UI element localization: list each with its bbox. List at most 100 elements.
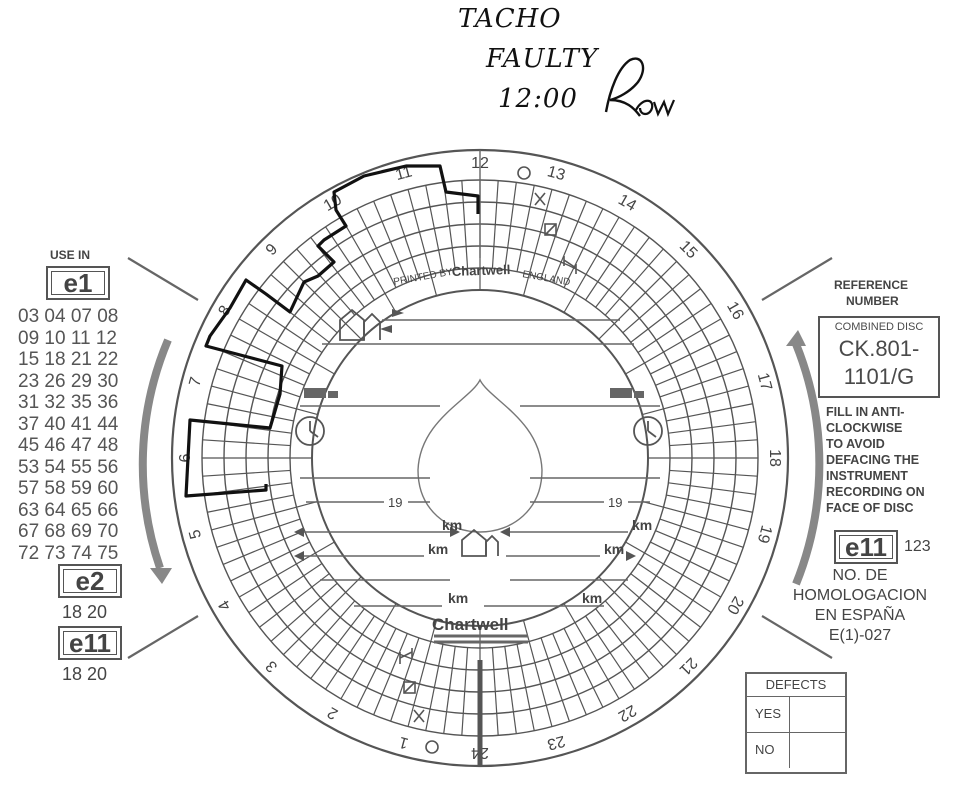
disc-radial-line	[655, 530, 738, 565]
disc-radial-line	[642, 500, 749, 531]
disc-radial-line	[283, 576, 362, 655]
disc-radial-line	[540, 194, 570, 279]
hour-label: 3	[263, 657, 281, 675]
hour-label: 16	[723, 299, 747, 323]
disc-radial-line	[248, 563, 323, 613]
recorded-trace	[184, 164, 480, 498]
disc-radial-line	[325, 226, 375, 301]
km-label-2: km	[632, 517, 652, 533]
hour-label: 10	[321, 191, 345, 215]
defects-row-no: NO	[747, 732, 845, 768]
disc-radial-line	[598, 576, 677, 655]
disc-radial-line	[655, 351, 738, 386]
disc-radial-line	[622, 274, 690, 334]
disc-radial-line	[585, 226, 635, 301]
disc-radial-line	[563, 216, 620, 313]
disc-radial-line	[637, 303, 712, 353]
reference-label: REFERENCE	[834, 278, 909, 292]
disc-radial-line	[296, 600, 356, 668]
hour-label: 20	[723, 593, 747, 617]
disc-radial-line	[522, 189, 553, 296]
disc-radial-line	[390, 637, 420, 722]
hour-label: 6	[177, 453, 194, 462]
disc-radial-line	[637, 563, 712, 613]
disc-radial-line	[238, 318, 335, 375]
disc-radial-line	[604, 600, 664, 668]
disc-radial-line	[461, 647, 469, 736]
km-label-4: km	[604, 541, 624, 557]
disc-radial-line	[443, 646, 456, 734]
england-label: ENGLAND	[521, 269, 571, 288]
disc-radial-line	[666, 494, 753, 513]
handwritten-note-faulty: FAULTY	[486, 44, 599, 74]
disc-radial-line	[595, 237, 650, 308]
disc-radial-line	[222, 530, 305, 565]
disc-radial-line	[585, 615, 635, 690]
disc-radial-line	[211, 500, 318, 531]
badge-e11-right: e11	[834, 530, 898, 564]
disc-radial-line	[552, 200, 587, 283]
defects-title: DEFECTS	[747, 674, 845, 697]
disc-radial-line	[642, 385, 749, 416]
signature-mark	[604, 57, 676, 118]
day-label-left: 19	[388, 495, 402, 510]
disc-radial-line	[669, 439, 758, 447]
km-label-5: km	[448, 590, 468, 606]
hour-label: 4	[216, 597, 235, 613]
disc-radial-line	[622, 582, 690, 642]
badge-e11-left: e11	[58, 626, 122, 660]
disc-radial-line	[491, 647, 499, 736]
hour-label: 18	[766, 449, 783, 467]
disc-radial-line	[650, 334, 730, 375]
disc-radial-line	[504, 646, 517, 734]
disc-radial-line	[340, 603, 397, 700]
reference-box: COMBINED DISC CK.801- 1101/G	[818, 316, 940, 398]
disc-radial-line	[540, 637, 570, 722]
disc-radial-line	[356, 208, 397, 288]
defects-box: DEFECTS YES NO	[745, 672, 847, 774]
disc-radial-line	[668, 421, 756, 434]
disc-radial-line	[668, 482, 756, 495]
approval-number: 123	[904, 538, 931, 555]
country-codes: 03 04 07 08 09 10 11 12 15 18 21 22 23 2…	[18, 306, 119, 564]
disc-radial-line	[516, 644, 535, 731]
fill-instructions: FILL IN ANTI- CLOCKWISE TO AVOID DEFACIN…	[826, 405, 925, 515]
hour-label: 19	[754, 523, 775, 545]
disc-radial-line	[563, 603, 620, 700]
disc-radial-line	[216, 518, 301, 548]
hour-label: 15	[676, 238, 701, 263]
disc-radial-line	[443, 182, 456, 270]
disc-radial-line	[630, 573, 701, 628]
badge-e1: e1	[46, 266, 110, 300]
disc-radial-line	[310, 608, 365, 679]
disc-radial-line	[373, 633, 408, 716]
hour-label: 5	[186, 528, 205, 541]
disc-radial-line	[325, 615, 375, 690]
km-label-6: km	[582, 590, 602, 606]
disc-radial-line	[516, 185, 535, 272]
use-in-label: USE IN	[50, 248, 91, 262]
combined-disc-label: COMBINED DISC	[834, 321, 924, 333]
handwritten-note-time: 12:00	[498, 84, 578, 114]
disc-radial-line	[407, 620, 438, 727]
homologation-text: NO. DE HOMOLOGACION EN ESPAÑA E(1)-027	[792, 567, 928, 644]
disc-radial-line	[296, 248, 356, 316]
disc-radial-line	[504, 182, 517, 270]
handwritten-note-tacho: TACHO	[458, 4, 562, 34]
hour-label: 23	[545, 732, 567, 753]
km-label-3: km	[428, 541, 448, 557]
disc-radial-line	[356, 628, 397, 708]
hour-label: 13	[545, 163, 567, 184]
disc-radial-line	[598, 261, 677, 340]
hour-label: 21	[676, 654, 701, 679]
disc-radial-line	[491, 180, 499, 269]
disc-radial-line	[216, 368, 301, 398]
disc-radial-line	[630, 288, 701, 343]
hour-label: 2	[325, 703, 341, 722]
defects-row-yes: YES	[747, 696, 845, 733]
hour-label: 7	[186, 375, 205, 388]
hour-label: 1	[397, 733, 410, 752]
disc-radial-line	[563, 628, 604, 708]
disc-radial-line	[659, 368, 744, 398]
reference-number-2: 1101/G	[843, 364, 915, 389]
